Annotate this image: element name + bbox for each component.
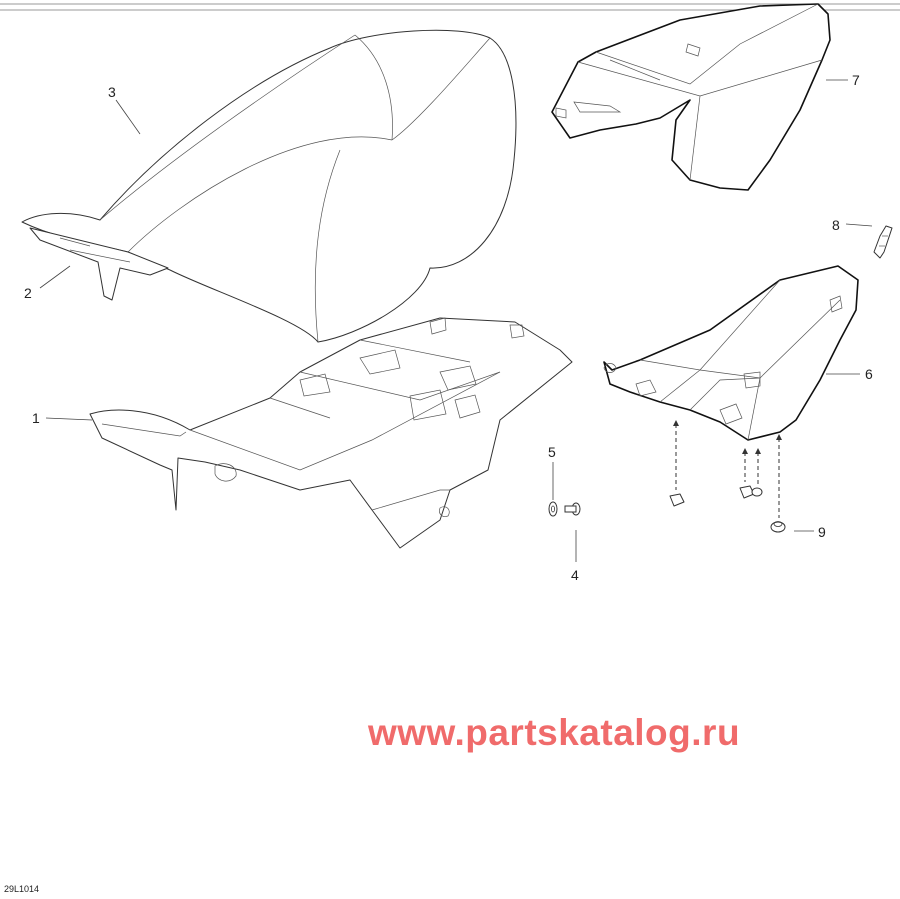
callout-6: 6 [865, 366, 873, 382]
callout-labels: 1 2 3 4 5 6 7 8 9 [24, 72, 873, 583]
screw-and-washer [548, 501, 581, 517]
seat-base-part [89, 317, 573, 549]
assembly-lines [673, 420, 782, 518]
fastener-parts [669, 485, 786, 533]
callout-1: 1 [32, 410, 40, 426]
watermark-text: www.partskatalog.ru [368, 712, 741, 753]
figure-code: 29L1014 [4, 884, 40, 894]
lower-tray-part [603, 265, 859, 441]
callout-9: 9 [818, 524, 826, 540]
seat-part [21, 29, 517, 343]
callout-8: 8 [832, 217, 840, 233]
leader-lines [39, 79, 873, 562]
callout-5: 5 [548, 444, 556, 460]
callout-7: 7 [852, 72, 860, 88]
callout-3: 3 [108, 84, 116, 100]
callout-4: 4 [571, 567, 579, 583]
clip-part [873, 225, 893, 259]
cover-part [551, 3, 831, 191]
callout-2: 2 [24, 285, 32, 301]
